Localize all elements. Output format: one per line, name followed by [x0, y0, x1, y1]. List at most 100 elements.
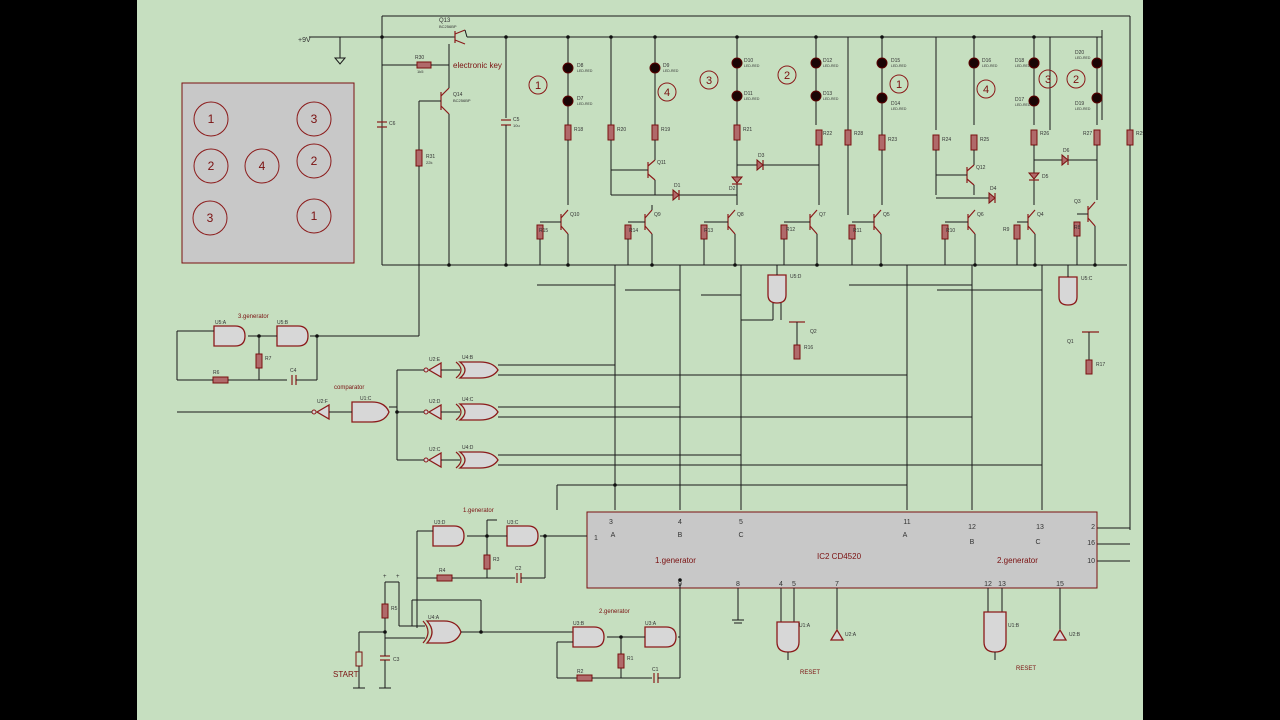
svg-text:U4:B: U4:B [462, 355, 474, 361]
svg-text:U5:A: U5:A [215, 320, 227, 326]
svg-text:D13: D13 [823, 91, 832, 97]
svg-text:U3:D: U3:D [434, 520, 446, 526]
led-group-numbers: 1 4 3 2 1 4 3 2 [528, 65, 1086, 102]
ic-pin-letter: A [611, 532, 616, 539]
svg-text:R11: R11 [853, 228, 862, 234]
svg-text:U2:F: U2:F [317, 399, 328, 405]
svg-text:R27: R27 [1083, 131, 1092, 137]
svg-text:U2:A: U2:A [845, 632, 857, 638]
generator1-label: 1.generator [463, 508, 494, 514]
svg-text:R6: R6 [213, 370, 220, 376]
svg-text:R10: R10 [946, 228, 955, 234]
svg-text:Q4: Q4 [1037, 212, 1044, 218]
led-group-number: 4 [983, 84, 989, 96]
svg-text:U4:C: U4:C [462, 397, 474, 403]
svg-text:U4:A: U4:A [428, 615, 440, 621]
svg-text:U5:D: U5:D [790, 274, 802, 280]
svg-text:LED-RED: LED-RED [744, 64, 760, 68]
q14-transistor: Q14 BC256BP R31 22k [415, 65, 471, 336]
schematic-sheet: +9V Q13 BC256BP R30 1k5 electronic key Q… [137, 0, 1143, 720]
svg-text:U1:A: U1:A [799, 623, 811, 629]
svg-text:D2: D2 [729, 186, 736, 192]
supply-label: +9V [298, 37, 311, 44]
ic-pin: 12 [984, 581, 992, 588]
ic-bus-lines [537, 265, 1130, 562]
svg-text:U5:B: U5:B [277, 320, 289, 326]
led-group-number: 1 [896, 79, 902, 91]
comparator-section: comparator U2:F U1:C U2:E U2:D U2:C [177, 355, 1042, 469]
ic-pin-letter: B [678, 532, 683, 539]
svg-text:Q7: Q7 [819, 212, 826, 218]
ic-pin: 15 [1056, 581, 1064, 588]
c5-capacitor: C5 10u [501, 37, 520, 265]
svg-text:R3: R3 [493, 557, 500, 563]
svg-text:R12: R12 [786, 227, 795, 233]
svg-text:R20: R20 [617, 127, 626, 133]
comparator-label: comparator [334, 385, 364, 391]
svg-text:R16: R16 [804, 345, 813, 351]
r30-resistor: R30 1k5 [382, 44, 450, 74]
svg-text:R5: R5 [391, 606, 398, 612]
electronic-key-label: electronic key [453, 61, 502, 70]
generator3-label: 3.generator [238, 314, 269, 320]
svg-text:R30: R30 [415, 55, 424, 61]
ic-pin: 13 [998, 581, 1006, 588]
svg-text:R23: R23 [888, 137, 897, 143]
svg-text:R21: R21 [743, 127, 752, 133]
svg-text:U2:C: U2:C [429, 447, 441, 453]
dice-number: 2 [208, 159, 215, 173]
svg-text:10u: 10u [513, 123, 520, 128]
svg-text:D3: D3 [758, 153, 765, 159]
svg-text:1k5: 1k5 [417, 69, 424, 74]
svg-text:LED-RED: LED-RED [891, 64, 907, 68]
svg-text:R24: R24 [942, 137, 951, 143]
svg-text:LED-RED: LED-RED [1075, 56, 1091, 60]
svg-text:U4:D: U4:D [462, 445, 474, 451]
dice-number: 3 [207, 211, 214, 225]
ic-pin-letter: A [903, 532, 908, 539]
svg-text:D11: D11 [744, 91, 753, 97]
svg-text:BC256BP: BC256BP [453, 98, 471, 103]
svg-text:LED-RED: LED-RED [823, 64, 839, 68]
svg-text:R17: R17 [1096, 362, 1105, 368]
svg-text:+: + [396, 574, 400, 580]
svg-text:U1:C: U1:C [360, 396, 372, 402]
svg-text:D20: D20 [1075, 50, 1084, 56]
svg-text:LED-RED: LED-RED [1015, 103, 1031, 107]
ic-pin: 2 [1091, 524, 1095, 531]
power-rails: +9V [298, 15, 1131, 530]
svg-text:C6: C6 [389, 121, 396, 127]
svg-text:LED-RED: LED-RED [823, 97, 839, 101]
reset-section: U1:A U2:A RESET U1:B U2:B RESET [732, 588, 1081, 676]
svg-text:LED-RED: LED-RED [891, 107, 907, 111]
svg-text:D17: D17 [1015, 97, 1024, 103]
svg-text:Q10: Q10 [570, 212, 580, 218]
svg-text:D7: D7 [577, 96, 584, 102]
svg-text:LED-RED: LED-RED [577, 102, 593, 106]
led-group-number: 3 [1045, 74, 1051, 86]
svg-text:U5:C: U5:C [1081, 276, 1093, 282]
svg-text:D19: D19 [1075, 101, 1084, 107]
svg-text:C1: C1 [652, 667, 659, 673]
svg-text:U3:A: U3:A [645, 621, 657, 627]
svg-text:R15: R15 [539, 228, 548, 234]
svg-text:+: + [383, 574, 387, 580]
dice-panel: 1 3 2 4 2 3 1 [181, 82, 355, 264]
led-group-number: 3 [706, 75, 712, 87]
svg-text:C4: C4 [290, 368, 297, 374]
ic-pin-letter: B [970, 539, 975, 546]
generator2-label: 2.generator [599, 609, 630, 615]
svg-text:LED-RED: LED-RED [744, 97, 760, 101]
svg-text:D14: D14 [891, 101, 900, 107]
svg-text:R18: R18 [574, 127, 583, 133]
led-group-number: 2 [784, 70, 790, 82]
svg-text:Q13: Q13 [439, 18, 451, 24]
svg-text:D4: D4 [990, 186, 997, 192]
ic-pin: 1 [594, 535, 598, 542]
third-generator: 3.generator U5:A U5:B R7 R6 C4 [176, 314, 419, 385]
dice-number: 1 [311, 209, 318, 223]
svg-text:U3:B: U3:B [573, 621, 585, 627]
reset-label: RESET [1016, 666, 1036, 672]
svg-text:D16: D16 [982, 58, 991, 64]
